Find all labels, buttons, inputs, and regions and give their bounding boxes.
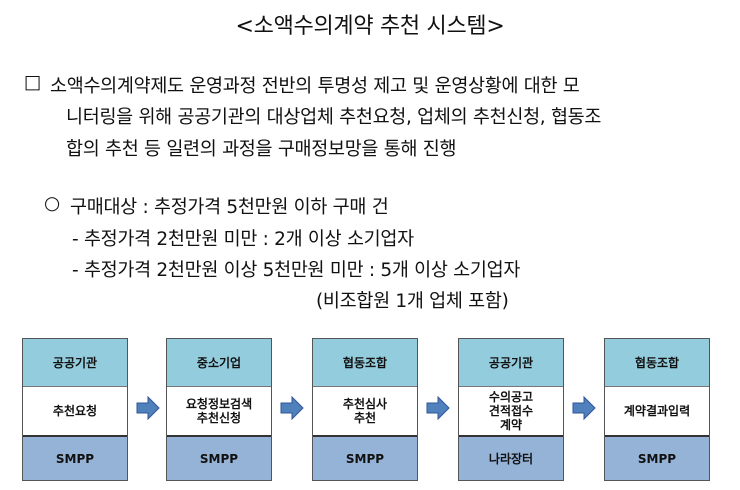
intro-line: 소액수의계약제도 운영과정 전반의 투명성 제고 및 운영상황에 대한 모 xyxy=(50,76,580,97)
step-action: 추천심사 추천 xyxy=(313,387,417,437)
arrow-right-icon xyxy=(136,396,160,420)
step-system: 나라장터 xyxy=(459,437,563,480)
step-actor: 공공기관 xyxy=(459,339,563,387)
step-system: SMPP xyxy=(167,437,271,480)
step-system: SMPP xyxy=(23,437,127,480)
target-sub: (비조합원 1개 업체 포함) xyxy=(316,291,509,312)
arrow-right-icon xyxy=(426,396,450,420)
arrow-right-icon xyxy=(572,396,596,420)
target-sub: - 추정가격 2천만원 미만 : 2개 이상 소기업자 xyxy=(72,229,414,250)
step-actor: 공공기관 xyxy=(23,339,127,387)
step-actor: 협동조합 xyxy=(605,339,709,387)
target-sub: - 추정가격 2천만원 이상 5천만원 미만 : 5개 이상 소기업자 xyxy=(72,260,521,281)
step-actor: 중소기업 xyxy=(167,339,271,387)
step-action: 요청정보검색 추천신청 xyxy=(167,387,271,437)
step-action: 추천요청 xyxy=(23,387,127,437)
intro-line: 니터링을 위해 공공기관의 대상업체 추천요청, 업체의 추천신청, 협동조 xyxy=(66,107,602,128)
step-action: 수의공고 견적접수 계약 xyxy=(459,387,563,437)
step-action: 계약결과입력 xyxy=(605,387,709,437)
step-system: SMPP xyxy=(605,437,709,480)
arrow-right-icon xyxy=(280,396,304,420)
page-title: <소액수의계약 추천 시스템> xyxy=(235,14,505,39)
square-bullet-icon: □ xyxy=(24,72,42,93)
step-system: SMPP xyxy=(313,437,417,480)
target-line: 구매대상 : 추정가격 5천만원 이하 구매 건 xyxy=(70,197,389,218)
step-actor: 협동조합 xyxy=(313,339,417,387)
circle-bullet-icon: ○ xyxy=(44,193,60,214)
intro-line: 합의 추천 등 일련의 과정을 구매정보망을 통해 진행 xyxy=(66,139,457,160)
